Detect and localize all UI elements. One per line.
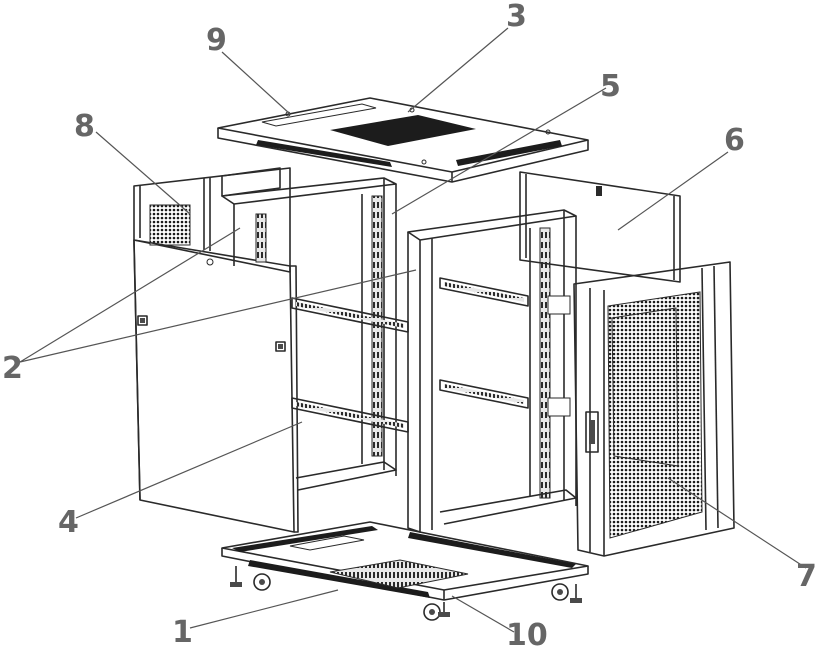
right-side-panel (519, 171, 681, 283)
callout-5: 5 (600, 69, 621, 104)
base-cable-entry (329, 559, 469, 589)
callout-7: 7 (796, 559, 817, 594)
callout-3: 3 (506, 0, 527, 34)
callout-6: 6 (724, 123, 745, 158)
rear-frame (221, 177, 397, 491)
front-door (573, 261, 735, 557)
leader-lines (19, 27, 807, 633)
front-frame (407, 209, 577, 533)
callout-1: 1 (172, 615, 193, 649)
horizontal-rails (291, 277, 529, 433)
mounting-rail-right (539, 227, 551, 499)
top-cover (217, 97, 589, 183)
base-plinth (221, 521, 589, 621)
callout-4: 4 (58, 505, 79, 540)
side-vent-mesh (149, 204, 191, 246)
callout-2: 2 (2, 351, 23, 386)
callout-10: 10 (506, 618, 548, 649)
door-perforation (607, 291, 703, 539)
caster-wheels (230, 566, 582, 621)
callout-8: 8 (74, 109, 95, 144)
top-vent-grille (330, 115, 476, 146)
callout-9: 9 (206, 23, 227, 58)
left-side-panel (133, 239, 299, 533)
left-rear-side-panel (133, 167, 291, 273)
